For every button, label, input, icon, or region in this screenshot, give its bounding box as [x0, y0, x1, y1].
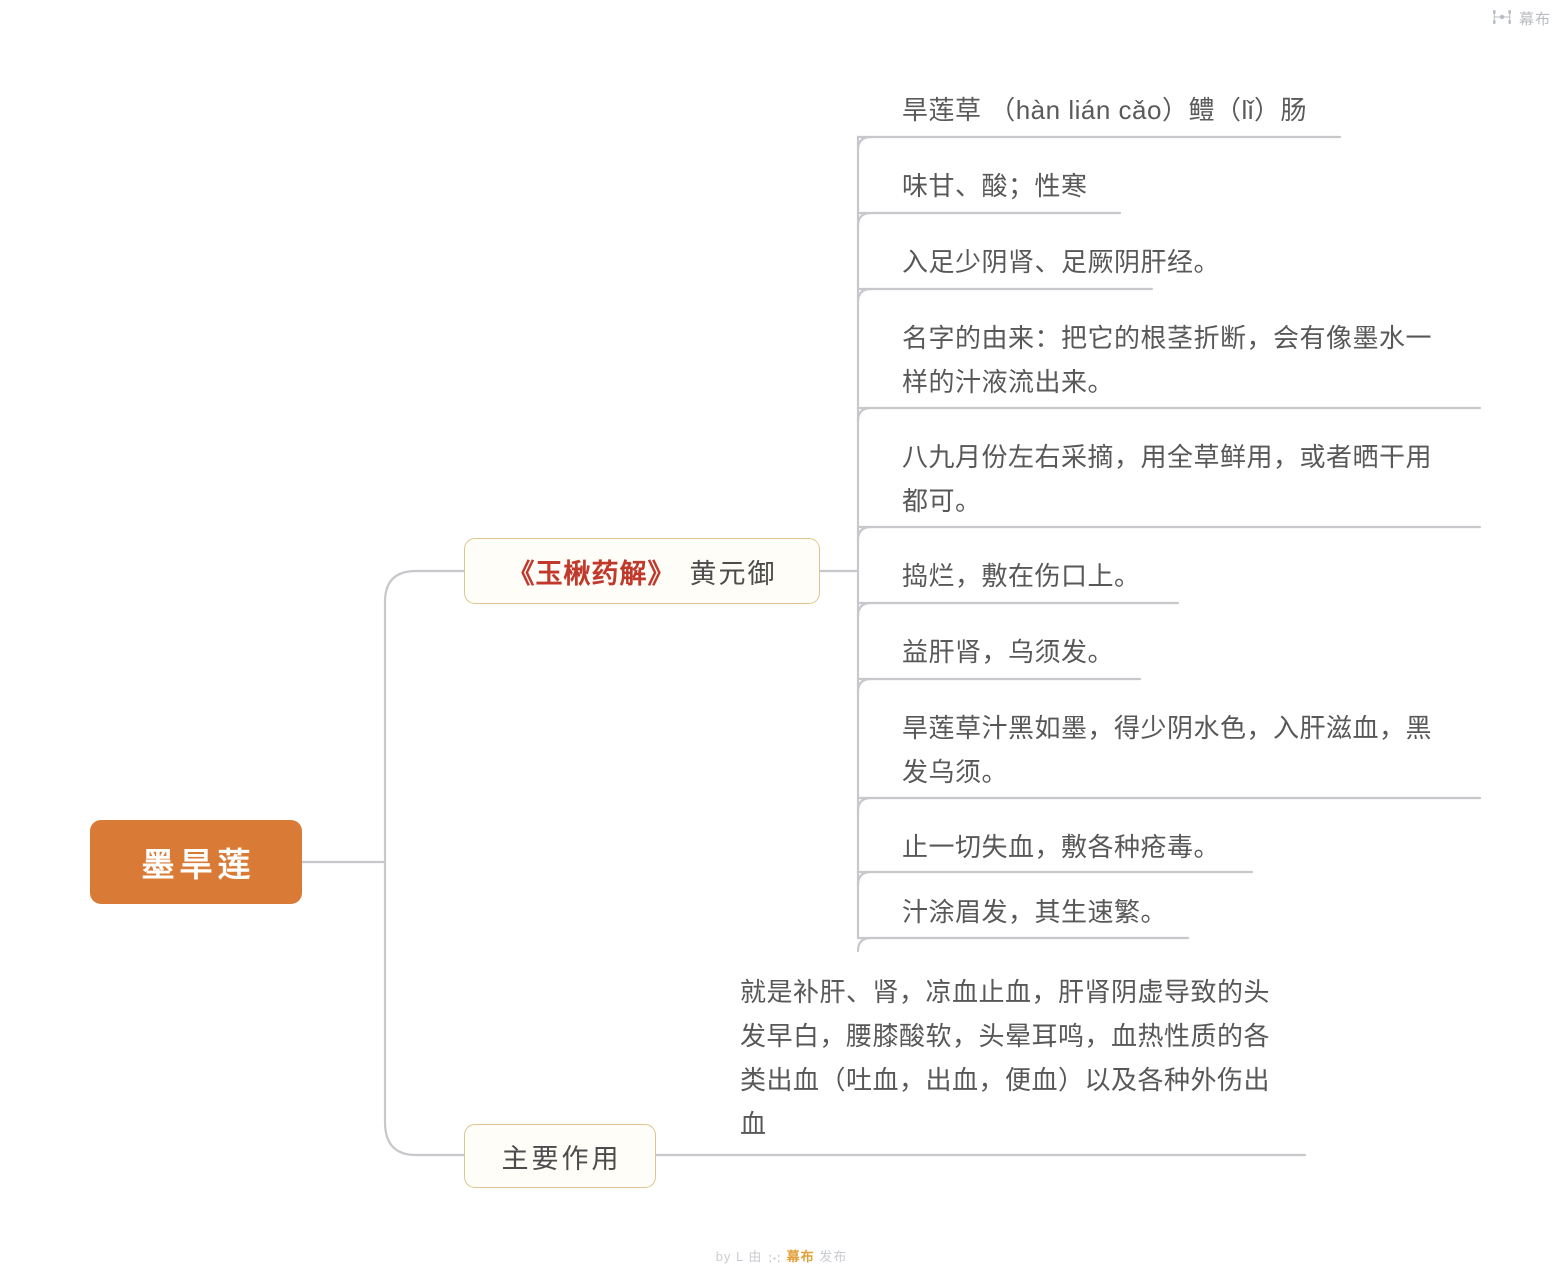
leaf-item[interactable]: 捣烂，敷在伤口上。 [902, 561, 1141, 591]
footer-brand[interactable]: 幕布 [786, 1249, 815, 1264]
leaf-item[interactable]: 旱莲草汁黑如墨，得少阴水色，入肝滋血，黑 发乌须。 [902, 713, 1433, 787]
footer-credit: by L 由 幕布 发布 [0, 1246, 1563, 1266]
leaf-item[interactable]: 益肝肾，乌须发。 [902, 637, 1115, 667]
mindmap-logo-icon-small [769, 1251, 780, 1266]
footer-prefix: by L 由 [715, 1249, 763, 1264]
leaf-item[interactable]: 名字的由来：把它的根茎折断，会有像墨水一 样的汁液流出来。 [902, 323, 1433, 397]
leaf-item[interactable]: 八九月份左右采摘，用全草鲜用，或者晒干用 都可。 [902, 442, 1433, 516]
leaf-item[interactable]: 旱莲草 （hàn lián cǎo）鳢（lǐ）肠 [902, 95, 1307, 125]
branch-node-label: 主要作用 [501, 1143, 622, 1174]
root-node-mohanlian[interactable]: 墨旱莲 [90, 820, 302, 904]
leaf-item[interactable]: 味甘、酸；性寒 [902, 171, 1088, 201]
branch-node-yuqiu-yaojie[interactable]: 《玉楸药解》 黄元御 [464, 538, 820, 604]
brand-name: 幕布 [1518, 11, 1551, 28]
branch-title-author: 黄元御 [689, 558, 777, 589]
mindmap-logo-icon [1492, 9, 1512, 29]
branch-node-zhuyao-zuoyong[interactable]: 主要作用 [464, 1124, 656, 1188]
leaf-item[interactable]: 就是补肝、肾，凉血止血，肝肾阴虚导致的头 发早白，腰膝酸软，头晕耳鸣，血热性质的… [740, 977, 1271, 1139]
mubu-brand-logo: 幕布 [1492, 8, 1551, 29]
footer-suffix: 发布 [819, 1249, 848, 1264]
leaf-item[interactable]: 止一切失血，敷各种疮毒。 [902, 832, 1221, 862]
leaf-item[interactable]: 汁涂眉发，其生速繁。 [902, 897, 1168, 927]
leaf-item[interactable]: 入足少阴肾、足厥阴肝经。 [902, 247, 1221, 277]
branch-title-book: 《玉楸药解》 [507, 558, 676, 589]
root-node-label: 墨旱莲 [141, 846, 256, 883]
